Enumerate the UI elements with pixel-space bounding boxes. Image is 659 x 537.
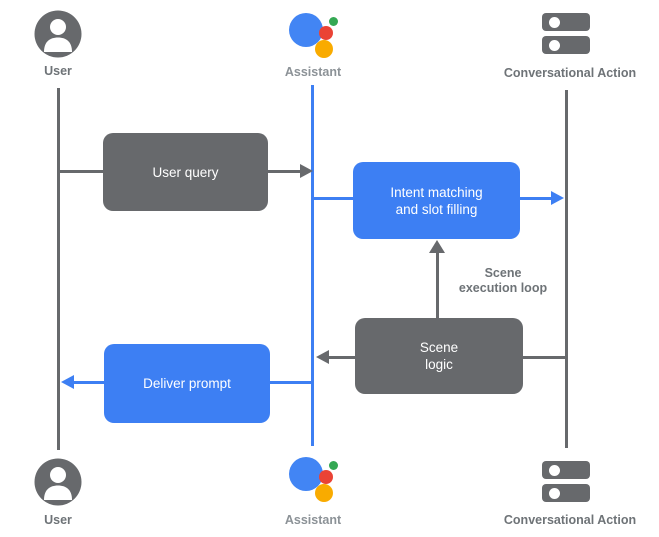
assistant-label: Assistant xyxy=(284,65,342,79)
assistant-yellow-dot xyxy=(315,40,333,58)
scene-execution-loop-label: Scene execution loop xyxy=(458,266,548,295)
user-icon xyxy=(34,10,82,58)
user-icon xyxy=(34,458,82,506)
scene-loop-line xyxy=(436,252,439,318)
assistant-lifeline xyxy=(311,85,314,446)
server-bar xyxy=(542,36,590,54)
conversational-action-label: Conversational Action xyxy=(503,66,637,80)
server-led xyxy=(549,487,560,499)
assistant-label: Assistant xyxy=(284,513,342,527)
google-assistant-icon xyxy=(288,453,340,505)
user-query-box: User query xyxy=(103,133,268,211)
server-bar xyxy=(542,13,590,31)
intent-line-right xyxy=(520,197,552,200)
assistant-green-dot xyxy=(329,17,338,26)
intent-line-left xyxy=(313,197,354,200)
intent-matching-box: Intent matching and slot filling xyxy=(353,162,520,239)
scene-loop-arrowhead xyxy=(429,240,445,253)
user-label: User xyxy=(44,513,72,527)
server-led xyxy=(549,16,560,28)
deliver-prompt-line-left xyxy=(74,381,105,384)
conversational-action-label: Conversational Action xyxy=(503,513,637,527)
deliver-prompt-arrowhead xyxy=(61,375,74,389)
user-query-line-right xyxy=(268,170,301,173)
server-stack-icon xyxy=(542,461,590,502)
deliver-prompt-line-right xyxy=(270,381,313,384)
scene-logic-arrowhead xyxy=(316,350,329,364)
assistant-green-dot xyxy=(329,461,338,470)
conversational-action-lifeline xyxy=(565,90,568,448)
server-bar xyxy=(542,461,590,479)
user-query-arrowhead xyxy=(300,164,313,178)
scene-logic-box: Scene logic xyxy=(355,318,523,394)
server-bar xyxy=(542,484,590,502)
user-query-line-left xyxy=(58,170,104,173)
server-led xyxy=(549,39,560,51)
google-assistant-icon xyxy=(288,9,340,61)
scene-logic-line-right xyxy=(523,356,567,359)
assistant-red-dot xyxy=(319,26,333,40)
server-led xyxy=(549,464,560,476)
assistant-red-dot xyxy=(319,470,333,484)
user-lifeline xyxy=(57,88,60,450)
intent-arrowhead xyxy=(551,191,564,205)
user-label: User xyxy=(44,64,72,78)
scene-logic-line-left xyxy=(329,356,356,359)
assistant-yellow-dot xyxy=(315,484,333,502)
server-stack-icon xyxy=(542,13,590,54)
deliver-prompt-box: Deliver prompt xyxy=(104,344,270,423)
